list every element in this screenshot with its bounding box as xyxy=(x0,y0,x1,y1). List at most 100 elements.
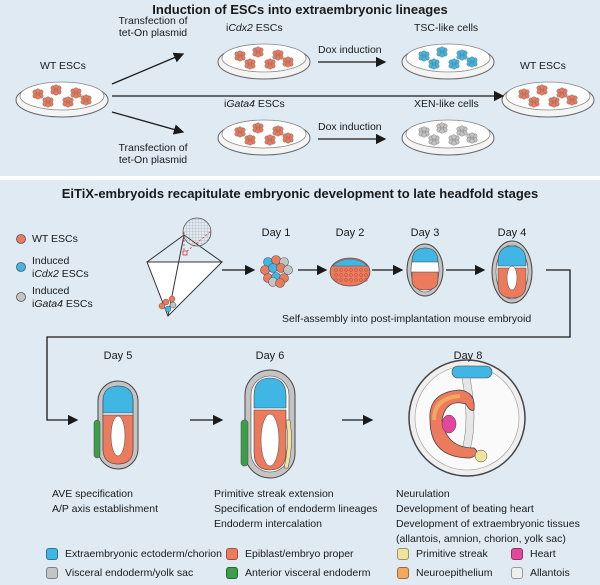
dish-xen xyxy=(401,119,495,156)
dish-wt-left xyxy=(15,81,109,118)
legend-swatch xyxy=(46,548,58,560)
icdx2-suffix: ESCs xyxy=(252,22,283,34)
day6-label: Day 6 xyxy=(255,350,285,362)
key-cdx2-gene: Cdx2 xyxy=(34,268,59,280)
legend-item-epiblast: Epiblast/embryo proper xyxy=(226,548,354,560)
key-gata4-label: Induced iGata4 ESCs xyxy=(32,285,93,311)
day4-label: Day 4 xyxy=(497,227,527,239)
day6-embryoid xyxy=(240,369,296,479)
day2-label: Day 2 xyxy=(335,227,365,239)
key-wt-dot xyxy=(16,234,26,244)
legend-item-extraembryonic-ectoderm: Extraembryonic ectoderm/chorion xyxy=(46,548,222,560)
key-gata4-prefix: i xyxy=(32,298,35,310)
legend-item-anterior-visceral-endoderm: Anterior visceral endoderm xyxy=(226,567,370,579)
day5-text-2: A/P axis establishment xyxy=(52,503,159,515)
dox-bottom-label: Dox induction xyxy=(318,121,382,133)
day3-label: Day 3 xyxy=(410,227,440,239)
day5-text-1: AVE specification xyxy=(52,488,133,500)
arrow-transfection-top xyxy=(111,52,185,85)
key-gata4-line2: iGata4 ESCs xyxy=(32,298,93,311)
igata4-prefix: i xyxy=(224,98,227,110)
dish-tsc xyxy=(401,43,495,80)
legend-swatch xyxy=(511,548,523,560)
xen-label: XEN-like cells xyxy=(414,98,479,110)
legend-label: Epiblast/embryo proper xyxy=(245,548,354,560)
dox-top-label: Dox induction xyxy=(318,44,382,56)
connector-row1-row2 xyxy=(46,269,571,426)
key-cdx2-prefix: i xyxy=(32,268,35,280)
day3-embryoid xyxy=(406,243,444,297)
key-gata4-dot xyxy=(16,292,26,302)
icdx2-prefix: i xyxy=(226,22,229,34)
dish-wt-right xyxy=(501,81,595,118)
legend-item-heart: Heart xyxy=(511,548,556,560)
key-cdx2-dot xyxy=(16,262,26,272)
legend-label: Allantois xyxy=(530,567,570,579)
legend-label: Primitive streak xyxy=(416,548,488,560)
day6-description: Primitive streak extension Specification… xyxy=(214,487,377,532)
day4-embryoid xyxy=(491,240,533,304)
day6-text-2: Specification of endoderm lineages xyxy=(214,503,378,515)
icdx2-gene: Cdx2 xyxy=(228,22,253,34)
legend-label: Heart xyxy=(530,548,556,560)
grid-zoom-circle xyxy=(182,217,212,247)
wt-left-label: WT ESCs xyxy=(40,60,86,72)
icdx2-label: iCdx2 ESCs xyxy=(226,22,283,34)
day5-description: AVE specification A/P axis establishment xyxy=(52,487,158,517)
day8-text-3: Development of extraembryonic tissues xyxy=(396,518,580,530)
day2-aggregate xyxy=(329,257,371,287)
top-title: Induction of ESCs into extraembryonic li… xyxy=(152,2,448,17)
legend-label: Neuroepithelium xyxy=(416,567,493,579)
legend-label: Anterior visceral endoderm xyxy=(245,567,371,579)
key-cdx2-line1: Induced xyxy=(32,255,70,267)
key-gata4-line1: Induced xyxy=(32,285,70,297)
legend-swatch xyxy=(397,567,409,579)
legend-label: Visceral endoderm/yolk sac xyxy=(65,567,194,579)
key-gata4-gene: Gata4 xyxy=(34,298,63,310)
dish-icdx2 xyxy=(217,43,311,80)
tsc-label: TSC-like cells xyxy=(414,22,479,34)
transfection-bottom-line2: tet-On plasmid xyxy=(118,154,188,166)
igata4-suffix: ESCs xyxy=(254,98,285,110)
day1-label: Day 1 xyxy=(261,227,291,239)
legend-item-visceral-endoderm: Visceral endoderm/yolk sac xyxy=(46,567,193,579)
transfection-top-line2: tet-On plasmid xyxy=(118,27,188,39)
arrow-transfection-bottom xyxy=(111,111,185,135)
day8-text-2: Development of beating heart xyxy=(396,503,534,515)
legend-swatch xyxy=(397,548,409,560)
igata4-label: iGata4 ESCs xyxy=(224,98,285,110)
day5-embryoid xyxy=(93,380,139,470)
key-gata4-suffix: ESCs xyxy=(62,298,93,310)
day8-label: Day 8 xyxy=(453,350,483,362)
legend-item-primitive-streak: Primitive streak xyxy=(397,548,488,560)
transfection-top-label: Transfection of tet-On plasmid xyxy=(98,15,208,39)
transfection-top-line1: Transfection of xyxy=(118,15,188,27)
wt-right-label: WT ESCs xyxy=(520,60,566,72)
legend-swatch xyxy=(226,548,238,560)
key-cdx2-suffix: ESCs xyxy=(58,268,89,280)
dish-igata4 xyxy=(217,119,311,156)
key-wt-label: WT ESCs xyxy=(32,233,78,245)
transfection-bottom-line1: Transfection of xyxy=(118,142,188,154)
legend-item-neuroepithelium: Neuroepithelium xyxy=(397,567,492,579)
legend-item-allantois: Allantois xyxy=(511,567,570,579)
day5-label: Day 5 xyxy=(103,350,133,362)
day8-text-4: (allantois, amnion, chorion, yolk sac) xyxy=(396,533,566,545)
day6-text-1: Primitive streak extension xyxy=(214,488,334,500)
key-cdx2-label: Induced iCdx2 ESCs xyxy=(32,255,89,281)
day8-description: Neurulation Development of beating heart… xyxy=(396,487,580,547)
legend-swatch xyxy=(511,567,523,579)
igata4-gene: Gata4 xyxy=(226,98,255,110)
day8-embryoid xyxy=(408,359,526,477)
transfection-bottom-label: Transfection of tet-On plasmid xyxy=(98,142,208,166)
legend-label: Extraembryonic ectoderm/chorion xyxy=(65,548,222,560)
legend-swatch xyxy=(46,567,58,579)
self-assembly-label: Self-assembly into post-implantation mou… xyxy=(282,313,532,325)
key-cdx2-line2: iCdx2 ESCs xyxy=(32,268,89,281)
day1-aggregate xyxy=(260,255,293,288)
day8-text-1: Neurulation xyxy=(396,488,450,500)
day6-text-3: Endoderm intercalation xyxy=(214,518,322,530)
pyramid-well xyxy=(146,217,224,317)
bottom-title: EiTiX-embryoids recapitulate embryonic d… xyxy=(61,186,539,201)
